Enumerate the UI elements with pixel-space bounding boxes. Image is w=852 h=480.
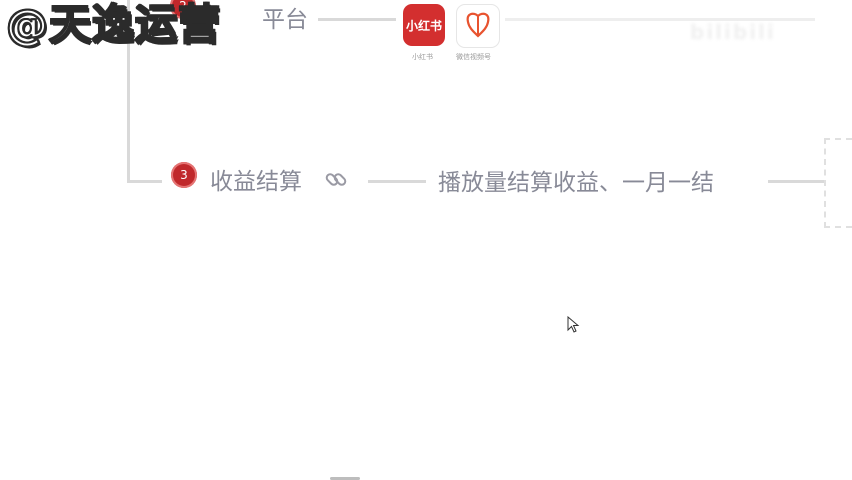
node3-to-detail-line	[368, 180, 426, 183]
xiaohongshu-icon-text: 小红书	[405, 18, 442, 33]
detail-to-right-line	[768, 180, 824, 183]
top-node-to-apps-line	[318, 18, 396, 21]
platform-node-label[interactable]: 平台	[262, 7, 308, 33]
butterfly-icon	[466, 12, 490, 38]
xiaohongshu-app-icon[interactable]: 小红书	[403, 4, 445, 46]
channel-watermark: @天逸运营	[5, 0, 222, 49]
settlement-node-label[interactable]: 收益结算	[210, 169, 302, 195]
top-node-line-left	[127, 0, 130, 60]
collapsed-node-frame	[824, 138, 852, 228]
link-icon[interactable]	[323, 167, 349, 193]
brand-watermark: bilibili	[690, 20, 776, 44]
badge-number: 2	[179, 0, 187, 13]
vertical-branch-line	[127, 60, 130, 183]
mouse-cursor-icon	[567, 316, 580, 333]
node-number-badge: 2	[170, 0, 196, 19]
node-number-badge: 3	[171, 162, 197, 188]
badge-number: 3	[180, 168, 188, 182]
branch-to-node3-line	[127, 180, 162, 183]
wechat-channels-app-icon[interactable]	[456, 4, 500, 48]
xiaohongshu-label: 小红书	[412, 53, 433, 61]
apps-to-right-line	[505, 18, 815, 21]
settlement-detail-text[interactable]: 播放量结算收益、一月一结	[438, 170, 714, 196]
wechat-channels-label: 微信视频号	[456, 53, 491, 61]
scroll-indicator[interactable]	[330, 477, 360, 480]
